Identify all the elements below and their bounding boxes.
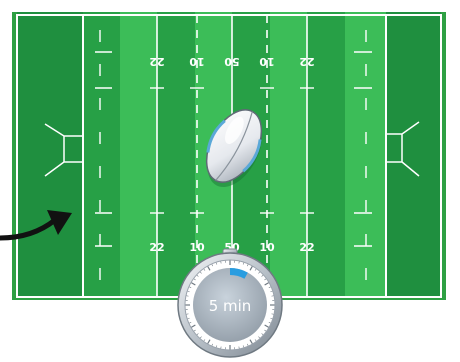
yard-label: 22 bbox=[299, 55, 314, 68]
in-goal-left bbox=[17, 12, 83, 298]
yard-label: 22 bbox=[149, 241, 164, 254]
yard-label: 22 bbox=[299, 241, 314, 254]
stripe bbox=[345, 12, 386, 298]
yard-label: 22 bbox=[149, 55, 164, 68]
yard-label: 10 bbox=[259, 241, 275, 254]
timer-progress-arc bbox=[230, 272, 246, 276]
yard-label: 10 bbox=[259, 55, 275, 68]
yard-label: 50 bbox=[224, 55, 240, 68]
yard-label: 10 bbox=[189, 55, 205, 68]
yard-label: 10 bbox=[189, 241, 205, 254]
stripe bbox=[120, 12, 157, 298]
stripe bbox=[270, 12, 307, 298]
timer-label: 5 min bbox=[209, 297, 252, 315]
in-goal-right bbox=[386, 12, 441, 298]
